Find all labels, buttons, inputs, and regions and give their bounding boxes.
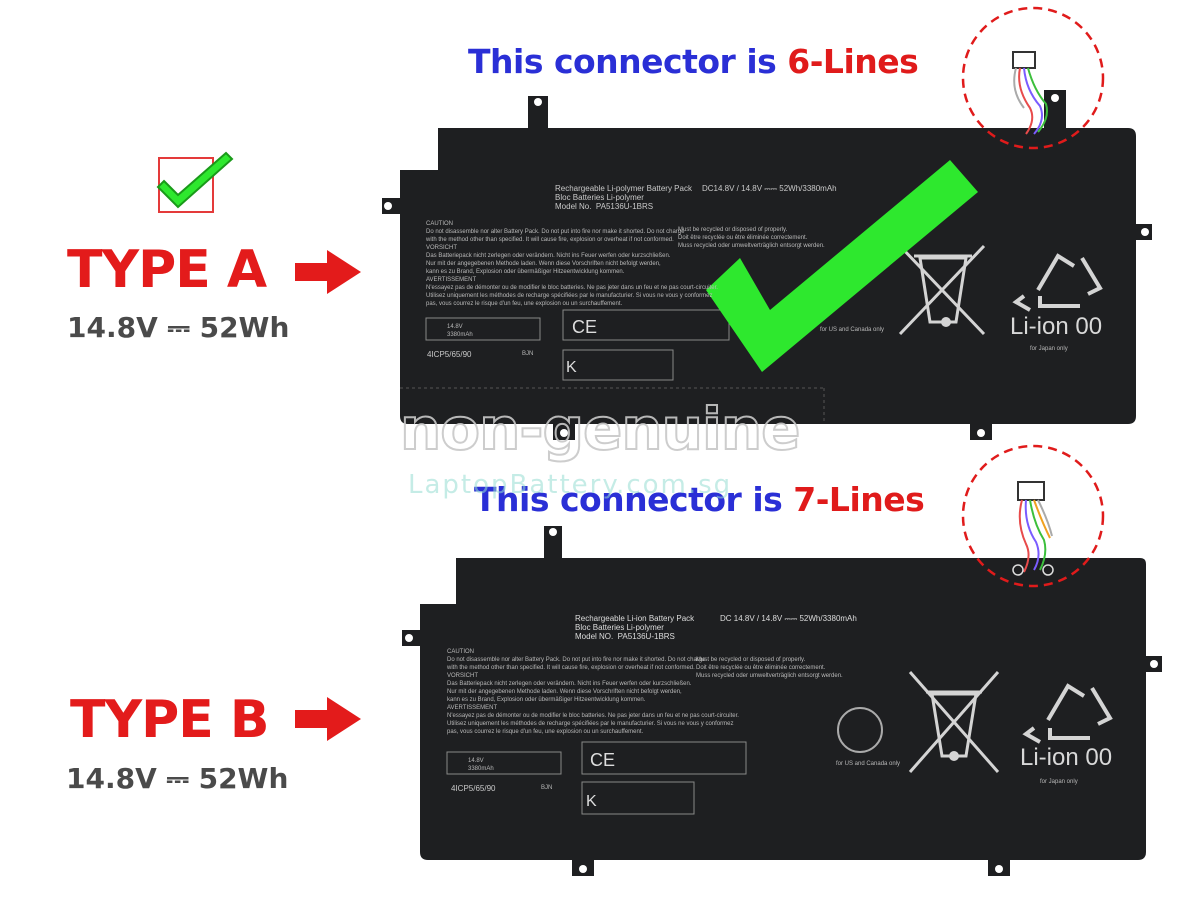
- battery-b-pse: 14.8V 3380mAh: [468, 758, 494, 772]
- battery-a-title: Rechargeable Li-polymer Battery Pack Blo…: [555, 184, 692, 211]
- watermark-site: LaptopBattery.com.sg: [408, 470, 733, 500]
- battery-a-recycle: Must be recycled or disposed of properly…: [678, 227, 825, 249]
- battery-a-pse: 14.8V 3380mAh: [447, 324, 473, 338]
- battery-a-japan: for Japan only: [1030, 346, 1068, 352]
- type-b-label: TYPE B: [70, 690, 269, 750]
- headline-lines: 6-Lines: [787, 42, 919, 81]
- battery-b-recycle: Must be recycled or disposed of properly…: [696, 657, 843, 679]
- type-a-spec: 14.8V ⎓ 52Wh: [67, 311, 290, 344]
- battery-a-cell-code: 4ICP5/65/90: [427, 350, 472, 359]
- battery-b-liion: Li-ion 00: [1020, 744, 1113, 771]
- connector-icon: [1017, 481, 1053, 573]
- checkbox-check-icon: [156, 151, 234, 213]
- svg-text:CE: CE: [572, 317, 597, 337]
- headline-lines: 7-Lines: [793, 480, 925, 519]
- type-a-label: TYPE A: [67, 240, 267, 300]
- battery-a-caution: CAUTION Do not disassemble nor alter Bat…: [426, 221, 718, 307]
- battery-b-japan: for Japan only: [1040, 779, 1078, 785]
- type-a-connector-headline: This connector is 6-Lines: [468, 42, 919, 81]
- big-checkmark-icon: [706, 160, 978, 372]
- svg-text:K: K: [586, 793, 597, 810]
- battery-b: CE K: [402, 444, 1162, 876]
- battery-b-caution: CAUTION Do not disassemble nor alter Bat…: [447, 649, 739, 735]
- battery-b-cell-code: 4ICP5/65/90: [451, 784, 496, 793]
- battery-a-liion: Li-ion 00: [1010, 313, 1103, 340]
- svg-text:CE: CE: [590, 750, 615, 770]
- type-b-connector-headline: This connector is 7-Lines: [474, 480, 925, 519]
- headline-prefix: This connector is: [474, 480, 794, 519]
- watermark-non-genuine: non-genuine: [399, 394, 801, 464]
- connector-icon: [1012, 51, 1048, 135]
- right-arrow-icon: [295, 250, 361, 294]
- type-b-spec: 14.8V ⎓ 52Wh: [66, 762, 289, 795]
- battery-a-us-canada: for US and Canada only: [820, 327, 885, 333]
- right-arrow-icon: [295, 697, 361, 741]
- battery-a-rating: DC14.8V / 14.8V ⎓⎓ 52Wh/3380mAh: [702, 184, 837, 193]
- headline-prefix: This connector is: [468, 42, 788, 81]
- battery-b-rating: DC 14.8V / 14.8V ⎓⎓ 52Wh/3380mAh: [720, 614, 857, 623]
- svg-text:K: K: [566, 359, 577, 376]
- battery-b-title: Rechargeable Li-ion Battery Pack Bloc Ba…: [575, 614, 695, 641]
- battery-a-bjn: BJN: [522, 351, 534, 357]
- battery-b-us-canada: for US and Canada only: [836, 761, 901, 767]
- battery-b-bjn: BJN: [541, 785, 553, 791]
